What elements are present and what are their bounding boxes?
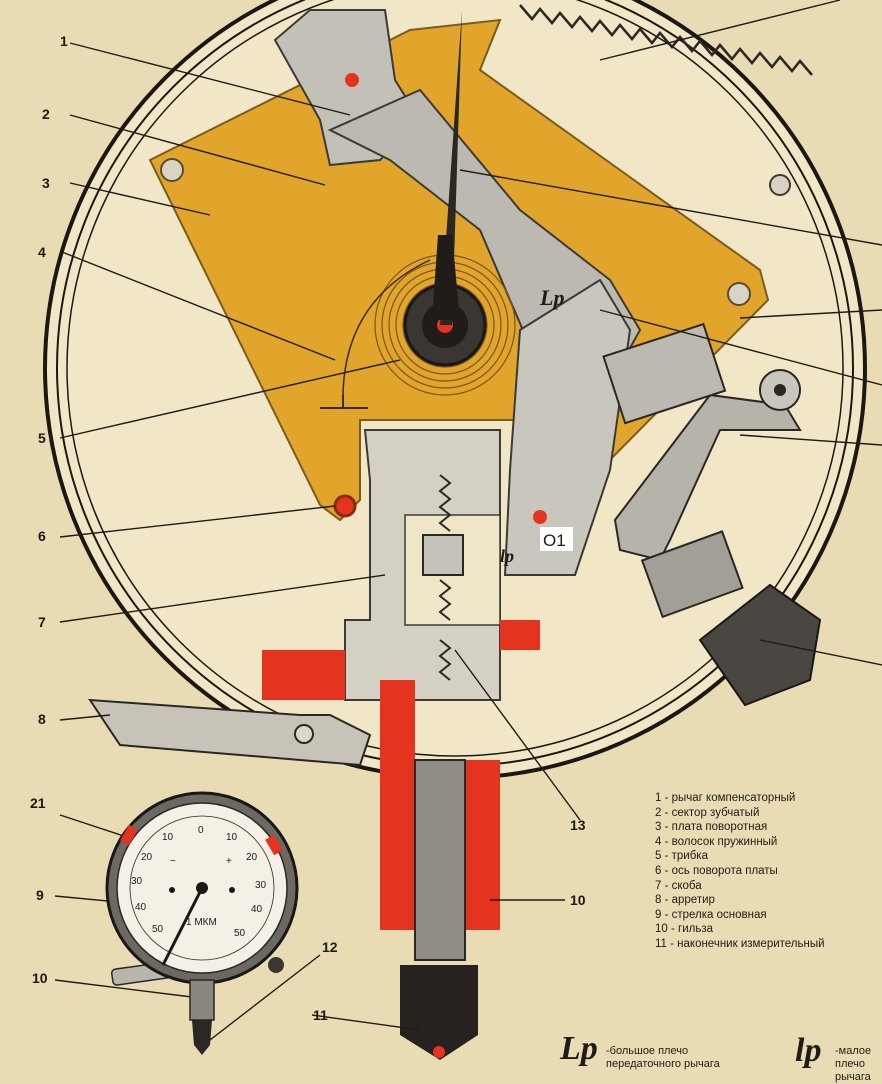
callout-numbers: 1 2 3 4 5 6 7 8 21 9 10 12 11 13 10: [30, 33, 586, 1023]
legend-item-2: 2 - сектор зубчатый: [655, 806, 760, 819]
dial-tick-0: 0: [198, 825, 204, 836]
leader-lines: [54, 0, 882, 1041]
callout-12: 12: [322, 939, 338, 955]
plate-screw-right: [727, 282, 751, 306]
dial-unit: 1 МКМ: [186, 917, 217, 928]
arrester-screw: [294, 724, 314, 744]
hairspring-anchor: [320, 395, 368, 409]
dial-tick-left-10: 10: [162, 832, 174, 843]
dial-needle: [161, 887, 204, 966]
dial-tick-right-10: 10: [226, 832, 238, 843]
formula-small-arm-text: -малое плечо рычага: [835, 1045, 882, 1084]
plate-axis: [333, 494, 357, 518]
dial-tick-right-20: 20: [246, 852, 258, 863]
lever-lp-arm: [503, 278, 632, 576]
lever-block: [422, 534, 464, 576]
red-plug: [500, 620, 540, 650]
measuring-rod: [414, 759, 466, 961]
dial-plus: +: [226, 856, 232, 867]
arrester-lever: [88, 698, 372, 767]
formula-big-arm-text: -большое плечо передаточного рычага: [606, 1045, 756, 1071]
legend-item-6: 6 - ось поворота платы: [655, 864, 778, 877]
bracket-springs: [438, 474, 452, 681]
callout-7: 7: [38, 614, 46, 630]
knob-sleeve: [640, 530, 744, 619]
formula-small-arm: lp: [795, 1032, 821, 1070]
legend-item-7: 7 - скоба: [655, 879, 702, 892]
legend-item-10: 10 - гильза: [655, 923, 713, 936]
callout-10-right: 10: [570, 892, 586, 908]
tip-ball: [433, 1046, 445, 1058]
legend-item-3: 3 - плата поворотная: [655, 821, 768, 834]
callout-2: 2: [42, 106, 50, 122]
dial-tick-left-30: 30: [131, 876, 143, 887]
label-big-arm: Lp: [539, 285, 564, 310]
pivot-label-box: [540, 527, 573, 551]
formula-small-symbol: lp: [795, 1032, 822, 1069]
formula-big-arm: Lp: [560, 1030, 598, 1068]
dial-tick-right-50: 50: [234, 928, 246, 939]
callout-13: 13: [570, 817, 586, 833]
label-small-arm: lp: [500, 546, 514, 566]
legend-item-8: 8 - арретир: [655, 894, 715, 907]
parts-legend: 1 - рычаг компенсаторный 2 - сектор зубч…: [655, 791, 825, 952]
legend-item-4: 4 - волосок пружинный: [655, 835, 778, 848]
callout-9: 9: [36, 887, 44, 903]
red-body: [262, 650, 345, 700]
dial-tick-left-40: 40: [135, 902, 147, 913]
spring-anchor-screw: [769, 174, 791, 196]
formula-big-symbol: Lp: [560, 1030, 598, 1067]
adjust-knob: [698, 583, 822, 707]
pivot-point: [533, 510, 547, 524]
callout-1: 1: [60, 33, 68, 49]
legend-item-11: 11 - наконечник измерительный: [655, 937, 825, 950]
formula-big-text: -большое плечо передаточного рычага: [606, 1045, 720, 1070]
measuring-tip: [400, 965, 478, 1060]
right-lever: [613, 393, 802, 562]
label-pivot: O1: [543, 531, 566, 550]
callout-5: 5: [38, 430, 46, 446]
formula-small-text-2: рычага: [835, 1071, 871, 1083]
needle-counterweight: [432, 235, 460, 320]
callout-6: 6: [38, 528, 46, 544]
dial-tick-left-20: 20: [141, 852, 153, 863]
dial-tick-right-40: 40: [251, 904, 263, 915]
dial-tick-left-50: 50: [152, 924, 164, 935]
dial-minus: −: [170, 856, 176, 867]
dial-indicator: 0 10 20 30 40 50 10 20 30 40 50 − + 1 МК…: [105, 791, 299, 1055]
formula-small-text-1: -малое плечо: [835, 1045, 872, 1070]
dial-tick-right-30: 30: [255, 880, 267, 891]
legend-item-5: 5 - трибка: [655, 850, 708, 863]
plate-screw-top-left: [160, 158, 184, 182]
tension-spring: [519, 4, 813, 76]
legend-item-9: 9 - стрелка основная: [655, 908, 767, 921]
callout-21: 21: [30, 795, 46, 811]
callout-4: 4: [38, 244, 46, 260]
lever-pin: [345, 73, 359, 87]
callout-3: 3: [42, 175, 50, 191]
callout-11: 11: [313, 1007, 328, 1023]
callout-8: 8: [38, 711, 46, 727]
legend-item-1: 1 - рычаг компенсаторный: [655, 792, 796, 804]
screw-plate: [602, 322, 727, 425]
callout-10-left: 10: [32, 970, 48, 986]
right-lever-roller-axis: [774, 384, 786, 396]
